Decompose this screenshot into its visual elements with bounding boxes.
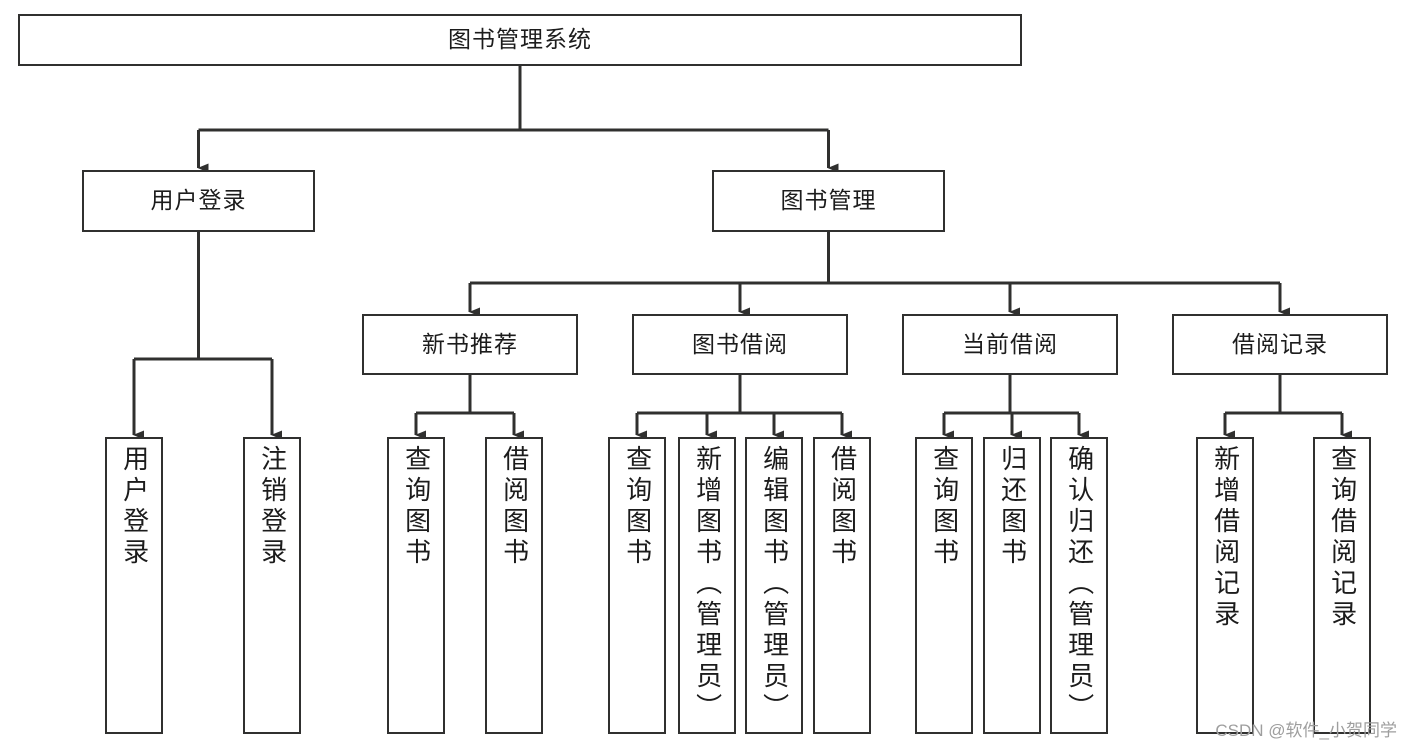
- node-label: 新书推荐: [422, 330, 518, 357]
- node-label: 图书借阅: [692, 330, 788, 357]
- node-leaf-return-book[interactable]: 归还图书: [983, 437, 1041, 734]
- node-label: 归还图书: [997, 445, 1028, 569]
- node-label: 新增借阅记录: [1210, 445, 1241, 631]
- node-label: 图书管理: [780, 187, 877, 214]
- node-book-borrow[interactable]: 图书借阅: [632, 314, 848, 375]
- node-leaf-borrow-book[interactable]: 借阅图书: [813, 437, 871, 734]
- node-label: 用户登录: [119, 445, 150, 569]
- node-leaf-borrow-book-rec[interactable]: 借阅图书: [485, 437, 543, 734]
- node-book-admin[interactable]: 图书管理: [712, 170, 945, 232]
- node-leaf-query-book-current[interactable]: 查询图书: [915, 437, 973, 734]
- node-user-login[interactable]: 用户登录: [82, 170, 315, 232]
- node-leaf-add-borrow-record[interactable]: 新增借阅记录: [1196, 437, 1254, 734]
- node-label: 当前借阅: [962, 330, 1058, 357]
- node-leaf-add-book-admin[interactable]: 新增图书（管理员）: [678, 437, 736, 734]
- node-leaf-user-logout[interactable]: 注销登录: [243, 437, 301, 734]
- node-label: 查询借阅记录: [1327, 445, 1358, 631]
- node-label: 用户登录: [150, 187, 247, 214]
- node-label: 新增图书（管理员）: [692, 445, 723, 724]
- node-leaf-user-login[interactable]: 用户登录: [105, 437, 163, 734]
- node-label: 借阅图书: [827, 445, 858, 569]
- node-label: 编辑图书（管理员）: [759, 445, 790, 724]
- node-leaf-query-book-borrow[interactable]: 查询图书: [608, 437, 666, 734]
- node-label: 查询图书: [622, 445, 653, 569]
- node-label: 注销登录: [257, 445, 288, 569]
- node-leaf-query-book-rec[interactable]: 查询图书: [387, 437, 445, 734]
- node-label: 查询图书: [929, 445, 960, 569]
- node-label: 查询图书: [401, 445, 432, 569]
- node-current-borrow[interactable]: 当前借阅: [902, 314, 1118, 375]
- node-borrow-record[interactable]: 借阅记录: [1172, 314, 1388, 375]
- node-label: 确认归还（管理员）: [1064, 445, 1095, 724]
- node-label: 借阅记录: [1232, 330, 1328, 357]
- node-leaf-confirm-return-admin[interactable]: 确认归还（管理员）: [1050, 437, 1108, 734]
- node-leaf-query-borrow-record[interactable]: 查询借阅记录: [1313, 437, 1371, 734]
- node-root[interactable]: 图书管理系统: [18, 14, 1022, 66]
- node-label: 借阅图书: [499, 445, 530, 569]
- node-label: 图书管理系统: [448, 26, 592, 53]
- node-leaf-edit-book-admin[interactable]: 编辑图书（管理员）: [745, 437, 803, 734]
- node-new-book-rec[interactable]: 新书推荐: [362, 314, 578, 375]
